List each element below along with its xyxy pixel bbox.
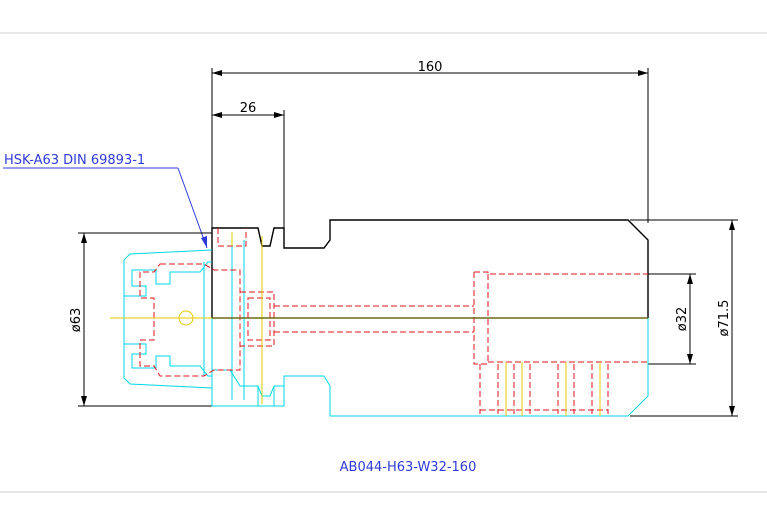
drawing-frame [0,32,767,493]
dimension-text-160: 160 [418,60,443,75]
dimension-diameter-32: ø32 [648,273,696,365]
part-label-leader: HSK-A63 DIN 69893-1 [3,153,208,249]
part-label-text: HSK-A63 DIN 69893-1 [4,153,145,168]
part-outline-lower [211,240,649,417]
dimension-text-diameter-32: ø32 [675,307,690,332]
dimension-text-26: 26 [240,101,257,116]
centerlines [110,232,601,416]
drawing-title: AB044-H63-W32-160 [340,460,477,475]
dimension-flange-length: 26 [212,101,285,248]
hsk-shank-outline [123,249,213,389]
dimension-diameter-71-5: ø71.5 [630,219,738,417]
dimension-overall-length: 160 [211,60,649,238]
dimension-text-diameter-71-5: ø71.5 [717,300,732,337]
dimension-text-diameter-63: ø63 [69,308,84,333]
dimension-diameter-63: ø63 [69,232,212,407]
part-outline-upper [211,219,649,318]
hidden-lines [139,228,648,414]
